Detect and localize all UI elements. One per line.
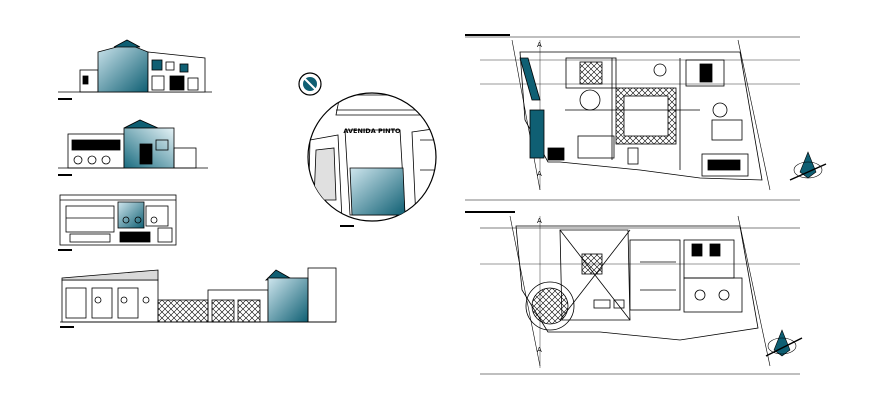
north-arrow-icon [298,72,322,96]
street-label: AVENIDA PINTO [343,127,401,135]
section-marker-a-top-1: A [537,41,542,49]
compass-icon-lower [765,329,803,357]
elevation-side [58,119,208,176]
floor-plan-lower: A A [465,211,800,375]
elevation-front [58,39,212,100]
section-marker-a-bottom-2: A [537,346,542,354]
long-section [60,267,337,328]
key-plan: AVENIDA PINTO [307,92,437,227]
section-marker-a-top-2: A [537,217,542,225]
compass-icon [789,151,827,181]
section-view [58,194,177,251]
section-marker-a-bottom-1: A [537,170,542,178]
floor-plan-upper: A A [465,34,800,201]
